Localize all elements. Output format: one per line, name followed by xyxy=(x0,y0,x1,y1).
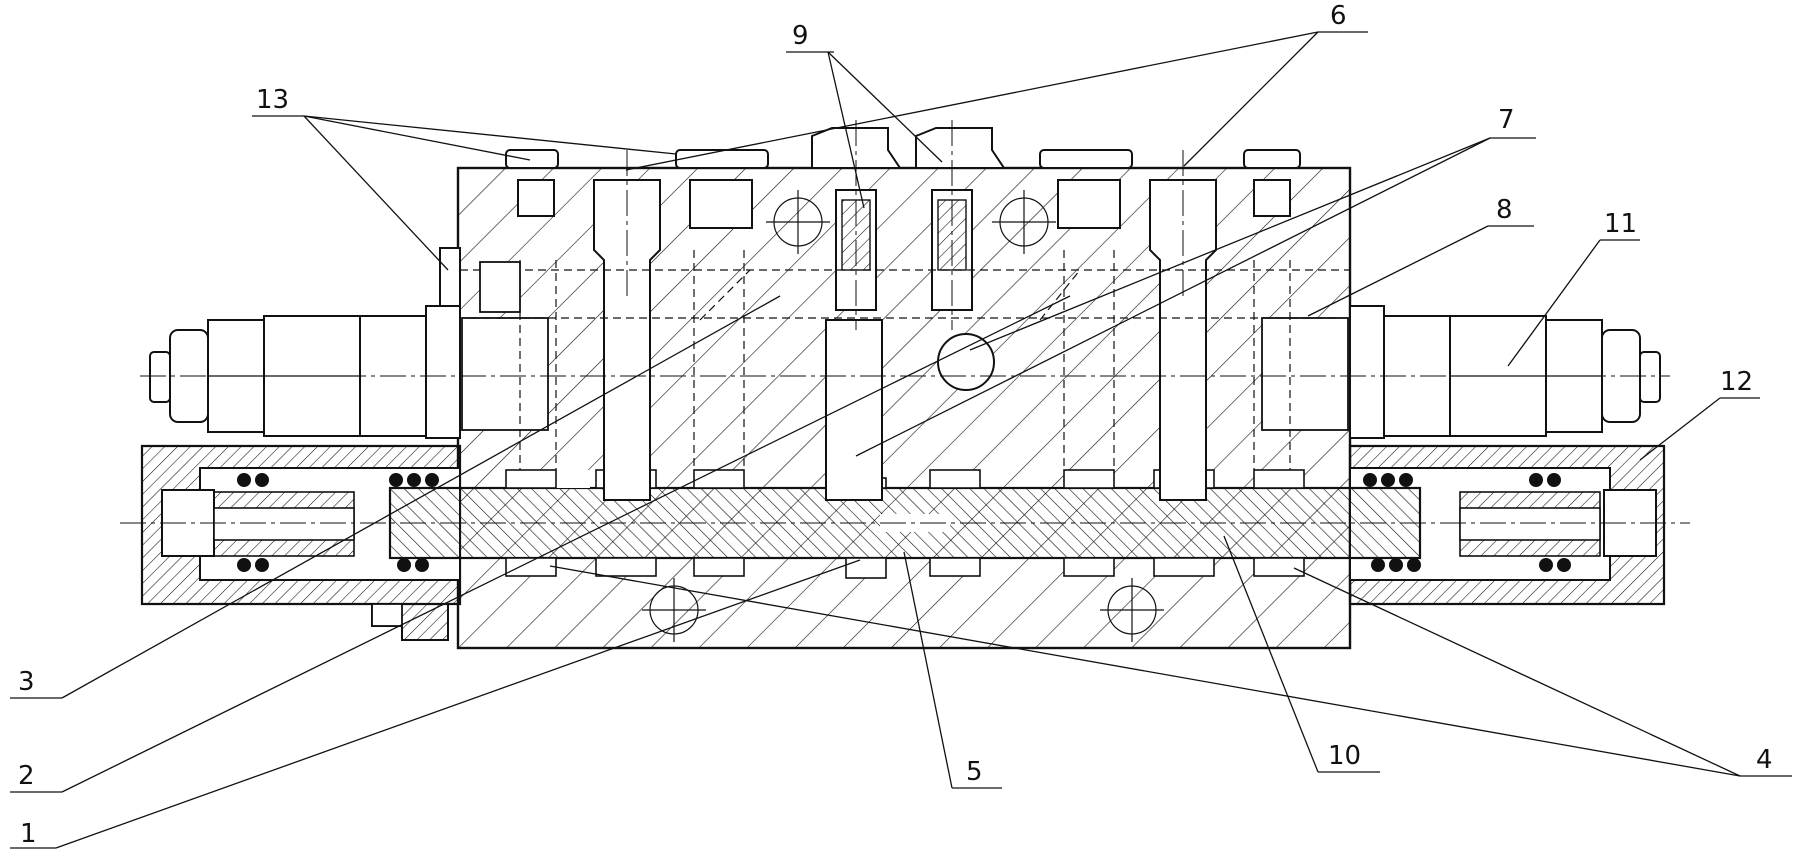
callout-9: 9 xyxy=(792,21,809,51)
callout-8: 8 xyxy=(1496,195,1513,225)
top-fittings xyxy=(506,128,1300,168)
callout-1: 1 xyxy=(20,819,37,849)
callout-11: 11 xyxy=(1604,209,1637,239)
callout-6: 6 xyxy=(1330,1,1347,31)
callout-7: 7 xyxy=(1498,105,1515,135)
callout-10: 10 xyxy=(1328,741,1361,771)
callout-12: 12 xyxy=(1720,367,1753,397)
callout-3: 3 xyxy=(18,667,35,697)
callout-4: 4 xyxy=(1756,745,1773,775)
callout-13: 13 xyxy=(256,85,289,115)
right-solenoid xyxy=(1350,306,1660,438)
callout-5: 5 xyxy=(966,757,983,787)
callout-2: 2 xyxy=(18,761,35,791)
